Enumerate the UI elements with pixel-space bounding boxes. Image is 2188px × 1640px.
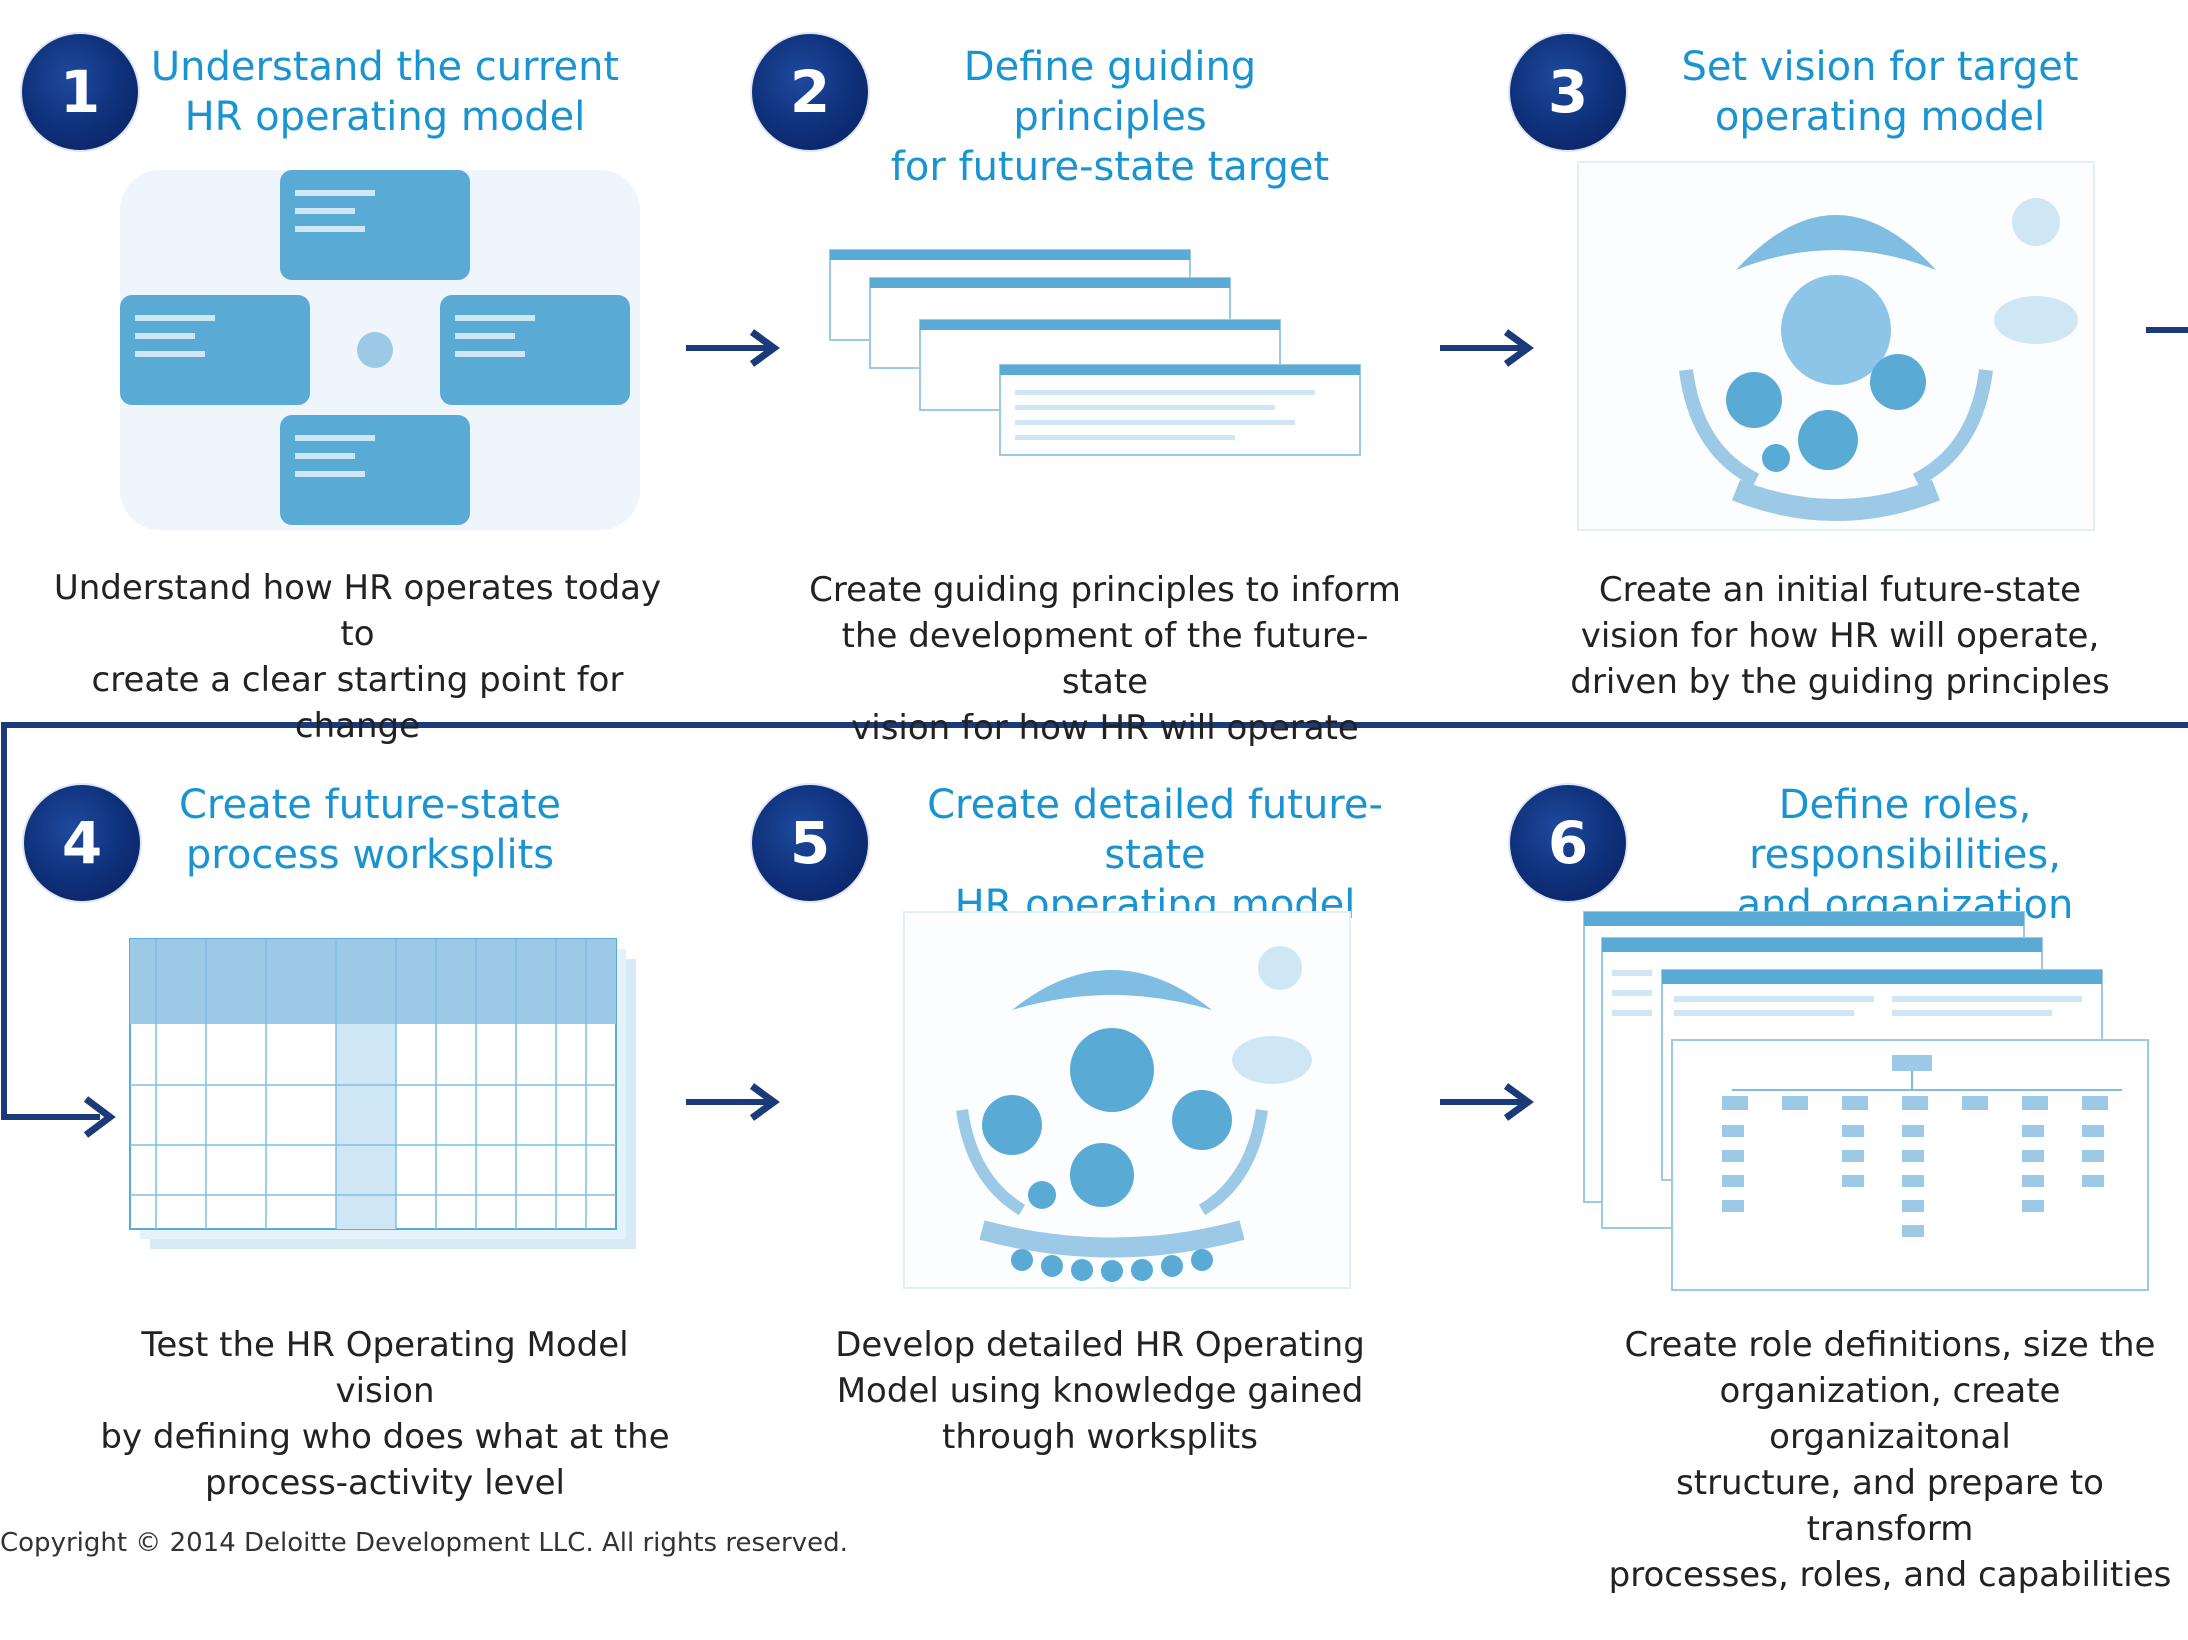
title-line: HR operating model	[184, 94, 586, 140]
desc-line: Test the HR Operating Model vision	[141, 1325, 629, 1411]
step-description: Develop detailed HR Operating Model usin…	[820, 1322, 1380, 1460]
arrow-right-icon	[1440, 1083, 1534, 1121]
step-description: Test the HR Operating Model vision by de…	[95, 1322, 675, 1506]
arrow-right-icon	[686, 329, 780, 367]
step-title: Understand the current HR operating mode…	[150, 42, 620, 142]
current-model-thumbnail	[120, 170, 640, 530]
title-line: operating model	[1714, 94, 2046, 140]
guiding-principles-thumbnail	[829, 249, 1361, 456]
desc-line: through worksplits	[942, 1417, 1258, 1457]
desc-line: vision for how HR will operate	[851, 708, 1359, 748]
title-line: Understand the current	[150, 44, 620, 90]
detailed-model-thumbnail	[903, 911, 1351, 1289]
title-line: Set vision for target	[1681, 44, 2079, 90]
title-line: Create detailed future-state	[927, 782, 1383, 878]
step-number-badge: 4	[24, 785, 140, 901]
step-title: Set vision for target operating model	[1640, 42, 2120, 142]
step-title: Define guiding principles for future-sta…	[870, 42, 1350, 192]
desc-line: create a clear starting point for change	[91, 660, 624, 746]
desc-line: driven by the guiding principles	[1570, 662, 2110, 702]
desc-line: organization, create organizaitonal	[1719, 1371, 2061, 1457]
title-line: Define roles, responsibilities,	[1749, 782, 2061, 878]
step-number-badge: 3	[1510, 34, 1626, 150]
desc-line: vision for how HR will operate,	[1580, 616, 2100, 656]
arrow-right-icon	[1440, 329, 1534, 367]
arrow-right-icon	[686, 1083, 780, 1121]
desc-line: Create guiding principles to inform	[809, 570, 1401, 610]
worksplit-table-thumbnail	[129, 938, 636, 1249]
step-description: Create role definitions, size the organi…	[1600, 1322, 2180, 1598]
step-description: Create an initial future-state vision fo…	[1570, 567, 2110, 705]
step-title: Define roles, responsibilities, and orga…	[1630, 780, 2180, 930]
desc-line: processes, roles, and capabilities	[1608, 1555, 2172, 1595]
desc-line: the development of the future-state	[841, 616, 1369, 702]
step-title: Create future-state process worksplits	[150, 780, 590, 880]
step-number-badge: 6	[1510, 785, 1626, 901]
step-description: Create guiding principles to inform the …	[800, 567, 1410, 751]
step-description: Understand how HR operates today to crea…	[50, 565, 665, 749]
desc-line: Develop detailed HR Operating	[835, 1325, 1365, 1365]
title-line: Define guiding principles	[963, 44, 1257, 140]
step-title: Create detailed future-state HR operatin…	[880, 780, 1430, 930]
desc-line: by defining who does what at the	[100, 1417, 670, 1457]
title-line: process worksplits	[185, 832, 555, 878]
target-vision-thumbnail	[1577, 161, 2095, 531]
desc-line: Understand how HR operates today to	[53, 568, 662, 654]
step-number-badge: 5	[752, 785, 868, 901]
desc-line: process-activity level	[205, 1463, 565, 1503]
step-number-badge: 2	[752, 34, 868, 150]
step-number-badge: 1	[22, 34, 138, 150]
desc-line: structure, and prepare to transform	[1676, 1463, 2104, 1549]
copyright-notice: Copyright © 2014 Deloitte Development LL…	[0, 1528, 848, 1558]
org-structure-thumbnail	[1583, 911, 2149, 1291]
desc-line: Model using knowledge gained	[836, 1371, 1364, 1411]
desc-line: Create an initial future-state	[1598, 570, 2082, 610]
desc-line: Create role definitions, size the	[1624, 1325, 2156, 1365]
title-line: Create future-state	[178, 782, 562, 828]
title-line: for future-state target	[890, 144, 1330, 190]
